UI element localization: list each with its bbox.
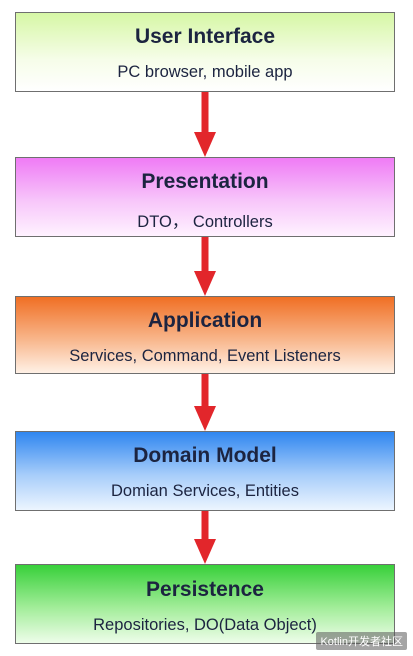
layer-title: Persistence: [146, 578, 264, 601]
layer-presentation: Presentation DTO， Controllers: [15, 157, 395, 237]
layer-persistence: Persistence Repositories, DO(Data Object…: [15, 564, 395, 644]
watermark: Kotlin开发者社区: [316, 632, 407, 650]
layer-subtitle: Services, Command, Event Listeners: [69, 347, 341, 365]
arrow-down-icon: [194, 237, 216, 296]
arrow-down-icon: [194, 92, 216, 157]
layer-subtitle: Repositories, DO(Data Object): [93, 616, 317, 634]
layer-title: Presentation: [141, 170, 269, 193]
layer-title: Application: [147, 309, 263, 332]
layer-subtitle: Domian Services, Entities: [111, 482, 299, 500]
layer-application: Application Services, Command, Event Lis…: [15, 296, 395, 374]
arrow-down-icon: [194, 511, 216, 564]
layer-title: User Interface: [134, 25, 276, 48]
arrow-down-icon: [194, 374, 216, 431]
layer-subtitle: DTO， Controllers: [137, 213, 273, 231]
layer-subtitle: PC browser, mobile app: [117, 63, 293, 81]
layer-title: Domain Model: [133, 444, 277, 467]
layer-domain-model: Domain Model Domian Services, Entities: [15, 431, 395, 511]
layer-user-interface: User Interface PC browser, mobile app: [15, 12, 395, 92]
